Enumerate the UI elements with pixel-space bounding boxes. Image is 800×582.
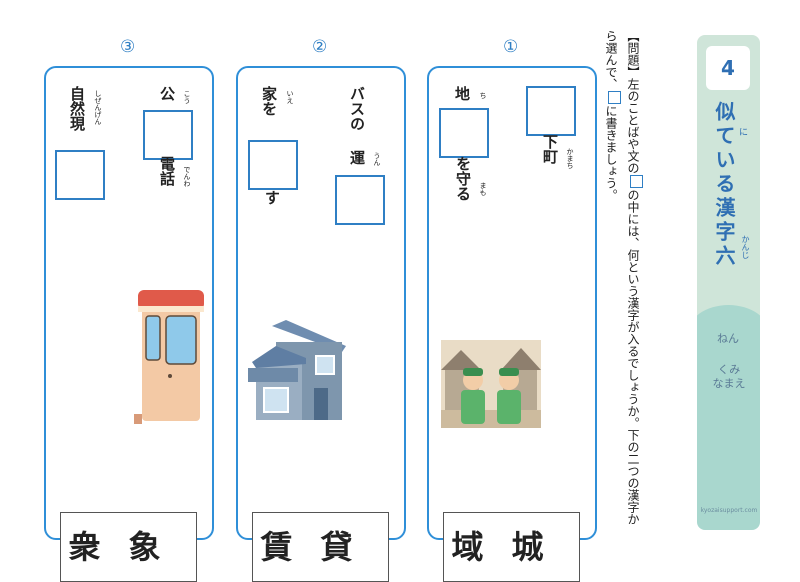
instr-line2: で、 [604, 66, 618, 90]
q1-ruby-mamo: まも [479, 182, 487, 196]
q1-ruby-kamachi: かまち [566, 148, 574, 169]
q2-basuno: バスの [348, 86, 366, 131]
answer-box[interactable] [143, 110, 193, 160]
q3-kou: 公 [158, 86, 176, 101]
q2-ruby-ie: いえ [286, 90, 294, 104]
answer-box[interactable] [439, 108, 489, 158]
q3-denwa: 電話 [158, 156, 176, 186]
q2-iewo: 家を [260, 86, 278, 116]
question-panel-2: バスの 運 うん 家を いえ す 賃貸 [236, 66, 406, 582]
instr-line1: 【問題】左のことばや文の [626, 30, 640, 174]
title-strip: 4 似ている漢字六 に かんじ ねん くみ なまえ kyozaisupport.… [697, 35, 760, 530]
answer-box[interactable] [55, 150, 105, 200]
answer-box[interactable] [335, 175, 385, 225]
blank-box-icon [630, 175, 643, 188]
q2-ruby-un: うん [373, 152, 381, 166]
namae-label: なまえ [712, 377, 746, 390]
instr-line1b: の中には、何という漢字が入るでしょうか。下の二つの漢字から選ん [604, 30, 640, 525]
choice-box-3: 衆象 [60, 512, 197, 582]
panel-number-2: ② [312, 37, 328, 57]
strip-bottom [697, 335, 760, 530]
panel-number-1: ① [503, 37, 519, 57]
instr-line2b: に書きましょう。 [604, 105, 618, 201]
q3-shizengen: 自然現 [68, 86, 86, 131]
q3-ruby-denwa: でんわ [183, 166, 191, 187]
q1-shitamachi: 下町 [541, 134, 559, 164]
kumi-label: くみ [717, 363, 741, 376]
title-ruby-ni: に [739, 128, 749, 138]
blank-box-icon [608, 91, 621, 104]
sheet-number: 4 [706, 46, 750, 90]
town-watch-illustration [441, 340, 541, 428]
title-ruby-kanji: かんじ [741, 235, 750, 259]
sheet-title-text: 似ている漢字六 [712, 101, 736, 269]
q1-womamoru: を守る [454, 156, 472, 201]
nen-label: ねん [717, 332, 739, 345]
choice-box-2: 賃貸 [252, 512, 389, 582]
house-illustration [248, 320, 346, 420]
answer-box[interactable] [248, 140, 298, 190]
q1-chi: 地 [453, 86, 471, 101]
sheet-title: 似ている漢字六 [710, 101, 739, 269]
question-panel-3: 公 こう 電話 でんわ 自然現 しぜんげん 衆象 [44, 66, 214, 582]
site-credit: kyozaisupport.com [700, 507, 758, 514]
q3-ruby-shizengen: しぜんげん [94, 90, 102, 125]
q2-un: 運 [348, 150, 366, 165]
choice-box-1: 域城 [443, 512, 580, 582]
instructions: 【問題】左のことばや文のの中には、何という漢字が入るでしょうか。下の二つの漢字か… [600, 30, 644, 535]
q3-ruby-kou: こう [183, 90, 191, 104]
q1-ruby-chi: ち [479, 92, 487, 99]
answer-box[interactable] [526, 86, 576, 136]
kumi-namae-label: くみ なまえ [711, 363, 747, 391]
phone-booth-illustration [134, 290, 204, 424]
question-panel-1: 下町 かまち 地 ち を守る まも 域城 [427, 66, 597, 582]
q2-su: す [263, 190, 281, 205]
panel-number-3: ③ [120, 37, 136, 57]
